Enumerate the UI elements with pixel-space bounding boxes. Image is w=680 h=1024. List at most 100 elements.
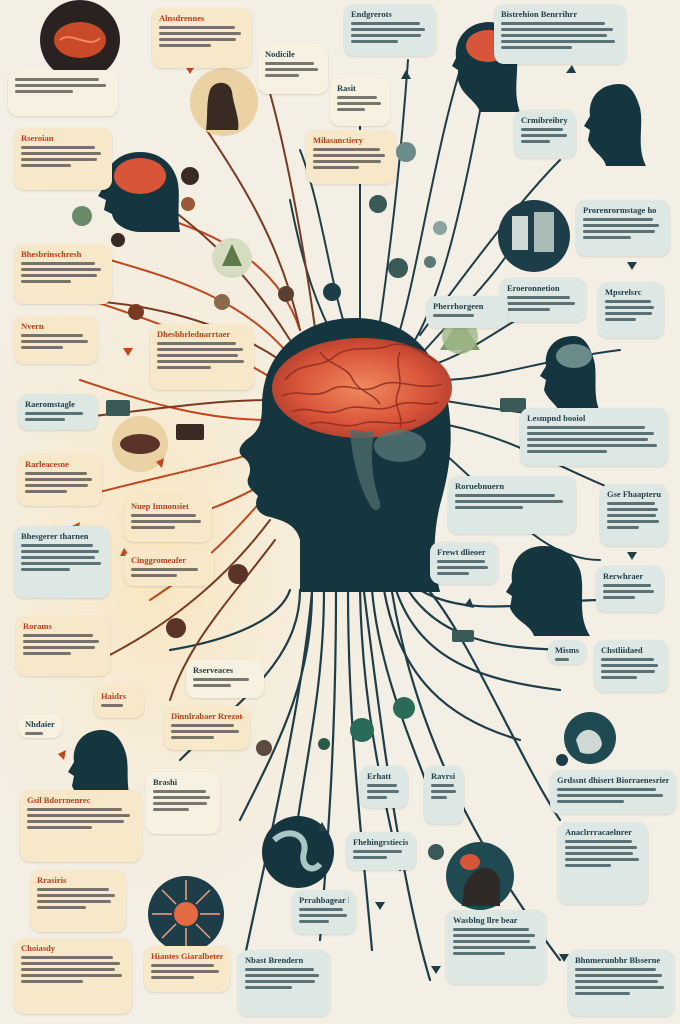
card-text-line	[21, 164, 72, 167]
card-text-line	[521, 134, 567, 137]
card-text-line	[15, 78, 100, 81]
card-text-line	[21, 568, 71, 571]
card-title: Rarleacesne	[25, 459, 69, 469]
text-card-tc-3: Milasanctiery	[306, 130, 396, 184]
text-card-tr-1: Bistrehion Benrrihrr	[494, 4, 626, 64]
card-text-line	[313, 154, 386, 157]
card-text-line	[601, 670, 655, 673]
card-text-line	[151, 970, 220, 973]
text-card-c-1: Rserveaces	[186, 660, 264, 698]
card-title: Anaclrrracaelnrer	[565, 827, 632, 837]
text-card-l-3: Dhesbhrlednarrtaer	[150, 324, 254, 390]
card-text-line	[453, 940, 531, 943]
text-card-c-4: Hiantes Giaralbeterenn	[144, 946, 230, 992]
card-text-line	[575, 968, 656, 971]
card-text-line	[313, 160, 382, 163]
text-card-r-10: Grdssnt dhisert Biorraenesrier	[550, 770, 676, 814]
card-text-line	[171, 736, 215, 739]
card-title: Endgrerots	[351, 9, 392, 19]
card-text-line	[437, 572, 470, 575]
card-text-line	[507, 302, 576, 305]
card-text-line	[157, 342, 237, 345]
text-card-c-2: Dinnlrabaer Rrezoter	[164, 706, 250, 750]
card-title: Nuep Imnonsiet	[131, 501, 189, 511]
text-card-c-8: Erhatt	[360, 766, 408, 808]
card-text-line	[27, 814, 130, 817]
card-title: Haidrs	[101, 691, 127, 701]
card-text-line	[21, 280, 72, 283]
card-text-line	[171, 730, 240, 733]
card-text-line	[605, 300, 651, 303]
card-title: Bhnmerunbhr Blsserne	[575, 955, 661, 965]
card-text-line	[131, 568, 198, 571]
text-card-l-5: Rarleacesne	[18, 454, 102, 506]
card-title: Erhatt	[367, 771, 392, 781]
card-text-line	[159, 32, 241, 35]
card-text-line	[555, 658, 570, 661]
card-text-line	[245, 986, 292, 989]
text-card-tl-4: Nodicile	[258, 44, 328, 94]
card-text-line	[605, 318, 637, 321]
card-text-line	[23, 646, 95, 649]
card-text-line	[607, 514, 656, 517]
card-text-line	[157, 354, 238, 357]
card-title: Grdssnt dhisert Biorraenesrier	[557, 775, 669, 785]
card-text-line	[25, 732, 43, 735]
card-text-line	[527, 444, 657, 447]
card-text-line	[27, 808, 123, 811]
card-text-line	[583, 236, 631, 239]
card-title: Prorenrormstage ho	[583, 205, 657, 215]
card-text-line	[131, 520, 202, 523]
card-text-line	[153, 802, 207, 805]
card-text-line	[603, 596, 636, 599]
text-card-l-2: Nvern	[14, 316, 98, 364]
card-text-line	[607, 520, 660, 523]
card-text-line	[527, 438, 648, 441]
card-text-line	[337, 102, 381, 105]
text-card-r-5: Gse Fhaapteruyt	[600, 484, 668, 546]
card-text-line	[353, 856, 387, 859]
text-card-r-2: Pherrhorgeen	[426, 296, 508, 328]
card-title: Cinggromeafer	[131, 555, 187, 565]
card-text-line	[575, 986, 665, 989]
card-text-line	[21, 956, 113, 959]
card-text-line	[575, 974, 663, 977]
card-text-line	[131, 514, 197, 517]
card-text-line	[351, 40, 398, 43]
card-title: Milasanctiery	[313, 135, 364, 145]
card-text-line	[527, 432, 655, 435]
card-text-line	[603, 590, 655, 593]
card-text-line	[583, 230, 655, 233]
card-text-line	[21, 968, 115, 971]
card-title: Frewt dlieoer	[437, 547, 486, 557]
text-card-l-6: Bhesgerer tharnen	[14, 526, 110, 598]
card-text-line	[557, 800, 625, 803]
card-text-line	[21, 334, 83, 337]
card-title: Rorams	[23, 621, 52, 631]
card-text-line	[431, 784, 454, 787]
card-text-line	[37, 894, 115, 897]
card-title: Nbast Brendern	[245, 955, 304, 965]
card-text-line	[437, 566, 489, 569]
card-text-line	[25, 418, 65, 421]
card-title: Crmibreibry	[521, 115, 568, 125]
card-text-line	[605, 312, 652, 315]
thumbnail-brain-topleft	[40, 0, 120, 80]
card-text-line	[565, 864, 611, 867]
card-text-line	[337, 96, 378, 99]
card-text-line	[101, 704, 123, 707]
card-text-line	[527, 426, 645, 429]
card-text-line	[453, 928, 529, 931]
card-text-line	[265, 74, 299, 77]
card-title: Roruebnuern	[455, 481, 505, 491]
thumbnail-radiant-brain	[148, 876, 224, 952]
text-card-tl-1	[8, 70, 118, 116]
card-text-line	[159, 38, 237, 41]
brain-illustration	[272, 338, 452, 510]
card-text-line	[21, 544, 94, 547]
card-text-line	[25, 484, 88, 487]
card-text-line	[455, 494, 556, 497]
card-text-line	[583, 218, 654, 221]
card-text-line	[265, 62, 315, 65]
card-title: Hiantes Giaralbeterenn	[151, 951, 223, 961]
